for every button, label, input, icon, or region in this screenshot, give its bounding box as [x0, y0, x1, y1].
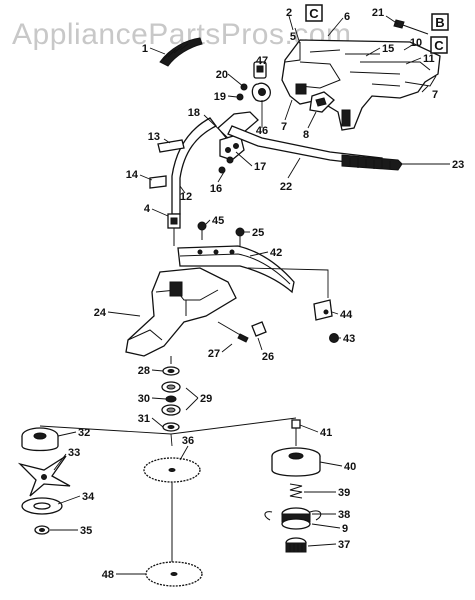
callout-38: 38 — [338, 509, 350, 521]
part-48-saw-blade[interactable] — [145, 561, 203, 587]
callout-13: 13 — [148, 131, 160, 143]
callout-25: 25 — [252, 227, 264, 239]
washer-bearing-stack[interactable] — [161, 356, 181, 432]
part-1-guard-fragment[interactable] — [159, 37, 203, 67]
callout-18: 18 — [188, 107, 200, 119]
callout-15: 15 — [382, 43, 394, 55]
callout-7-left: 7 — [281, 121, 287, 133]
svg-text:C: C — [434, 38, 444, 53]
callout-48: 48 — [102, 569, 114, 581]
callout-43: 43 — [343, 333, 355, 345]
part-41-bolt[interactable] — [291, 419, 301, 446]
callout-36: 36 — [182, 435, 194, 447]
part-27-26-bolts[interactable] — [217, 321, 267, 343]
part-24-gear-housing[interactable] — [125, 267, 237, 357]
callout-40: 40 — [344, 461, 356, 473]
part-35-nut[interactable] — [34, 525, 50, 535]
leader-lines — [50, 15, 450, 575]
callout-1: 1 — [142, 43, 148, 55]
callout-22: 22 — [280, 181, 292, 193]
part-40-trimmer-head[interactable] — [271, 447, 321, 477]
callout-19: 19 — [214, 91, 226, 103]
part-44-43-bracket-nut[interactable] — [313, 299, 339, 343]
callout-11: 11 — [423, 53, 435, 65]
callout-39: 39 — [338, 487, 350, 499]
callout-31: 31 — [138, 413, 150, 425]
part-36-saw-blade[interactable] — [143, 457, 201, 568]
callout-5: 5 — [290, 31, 296, 43]
callout-26: 26 — [262, 351, 274, 363]
callout-27: 27 — [208, 348, 220, 360]
callout-30: 30 — [138, 393, 150, 405]
callout-34: 34 — [82, 491, 95, 503]
callout-47: 47 — [256, 55, 268, 67]
part-45-25-bolts[interactable] — [197, 221, 245, 248]
callout-44: 44 — [340, 309, 353, 321]
callout-20: 20 — [216, 69, 228, 81]
svg-text:C: C — [309, 6, 319, 21]
callout-24: 24 — [94, 307, 107, 319]
callout-37: 37 — [338, 539, 350, 551]
callout-6: 6 — [344, 11, 350, 23]
callout-41: 41 — [320, 427, 332, 439]
callout-46: 46 — [256, 125, 268, 137]
engine-housing[interactable] — [281, 39, 441, 131]
callout-10: 10 — [410, 37, 422, 49]
part-47-46-assembly[interactable] — [251, 61, 271, 102]
callout-9: 9 — [342, 523, 348, 535]
part-37-bump-knob[interactable] — [285, 537, 307, 553]
boxed-label-c-top: C — [305, 4, 323, 22]
callout-45: 45 — [212, 215, 224, 227]
callout-21: 21 — [372, 7, 384, 19]
callout-29: 29 — [200, 393, 212, 405]
part-42-shield[interactable] — [177, 245, 295, 294]
callout-8: 8 — [303, 129, 309, 141]
callout-labels: 1 2 6 5 21 10 15 11 7 7 8 20 47 19 18 46… — [68, 7, 464, 581]
part-33-blade[interactable] — [17, 455, 71, 497]
callout-2: 2 — [286, 7, 292, 19]
part-12-curved-shaft[interactable] — [171, 117, 217, 215]
callout-28: 28 — [138, 365, 150, 377]
attachment-branch-lines — [39, 417, 297, 447]
boxed-label-b: B — [431, 13, 449, 31]
part-39-spring[interactable] — [289, 483, 303, 499]
callout-33: 33 — [68, 447, 80, 459]
callout-16: 16 — [210, 183, 222, 195]
part-13-14-clamps[interactable] — [149, 139, 185, 189]
svg-text:B: B — [435, 15, 444, 30]
part-23-grip[interactable] — [341, 154, 403, 171]
part-8-throttle-trigger[interactable] — [309, 91, 335, 113]
part-32-hub[interactable] — [21, 427, 59, 452]
callout-35: 35 — [80, 525, 92, 537]
callout-42: 42 — [270, 247, 282, 259]
part-38-9-spool[interactable] — [264, 507, 322, 530]
part-20-19-bolts[interactable] — [236, 83, 248, 101]
callout-4: 4 — [144, 203, 151, 215]
callout-12: 12 — [180, 191, 192, 203]
callout-23: 23 — [452, 159, 464, 171]
part-34-washer[interactable] — [21, 497, 63, 515]
callout-17: 17 — [254, 161, 266, 173]
callout-32: 32 — [78, 427, 90, 439]
part-4-coupling[interactable] — [167, 213, 181, 246]
part-21-screw[interactable] — [393, 19, 429, 35]
boxed-label-c-right: C — [430, 36, 448, 54]
callout-7-right: 7 — [432, 89, 438, 101]
callout-14: 14 — [126, 169, 139, 181]
